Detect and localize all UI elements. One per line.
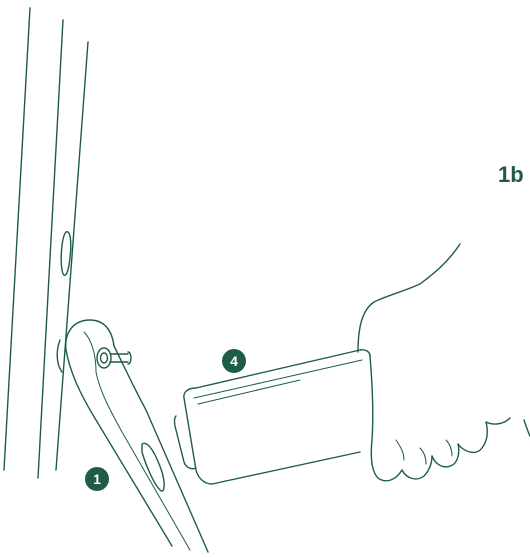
box-left-end bbox=[184, 398, 212, 484]
hand-edge bbox=[524, 420, 530, 436]
box-top-edge bbox=[184, 350, 370, 398]
device-box bbox=[175, 350, 371, 484]
bolt-inner bbox=[101, 353, 108, 363]
bracket-arm-left bbox=[66, 350, 172, 546]
hand-knuckle-1 bbox=[396, 440, 404, 460]
hand-finger-3 bbox=[458, 422, 487, 452]
hand-wrist-top bbox=[358, 244, 460, 352]
bracket-arm-right bbox=[114, 346, 208, 552]
hand-finger-1 bbox=[402, 456, 432, 479]
door-frame bbox=[4, 8, 88, 478]
frame-line-outer bbox=[4, 8, 30, 470]
box-left-cap bbox=[175, 416, 197, 469]
hand-finger-2 bbox=[432, 444, 459, 467]
callout-number-4: 4 bbox=[230, 353, 238, 369]
hand bbox=[358, 244, 530, 481]
bracket-slot bbox=[142, 443, 164, 491]
bracket bbox=[57, 320, 208, 552]
bracket-arm-inner bbox=[84, 332, 190, 550]
frame-slot bbox=[61, 232, 71, 276]
hand-finger-4 bbox=[486, 418, 510, 424]
callout-number-1: 1 bbox=[93, 471, 101, 487]
bracket-top-outer bbox=[66, 320, 114, 350]
box-bottom-edge bbox=[212, 452, 360, 484]
hand-thumb bbox=[370, 356, 402, 481]
bracket-back-plate bbox=[57, 340, 62, 372]
callout-badge-1: 1 bbox=[85, 467, 109, 491]
step-label: 1b bbox=[498, 162, 524, 187]
bolt-head bbox=[97, 348, 111, 368]
frame-line-middle bbox=[38, 20, 63, 478]
hand-knuckle-2 bbox=[420, 448, 426, 464]
callout-badge-4: 4 bbox=[222, 349, 246, 373]
hand-knuckle-3 bbox=[446, 440, 452, 456]
box-top-inner bbox=[194, 360, 362, 398]
